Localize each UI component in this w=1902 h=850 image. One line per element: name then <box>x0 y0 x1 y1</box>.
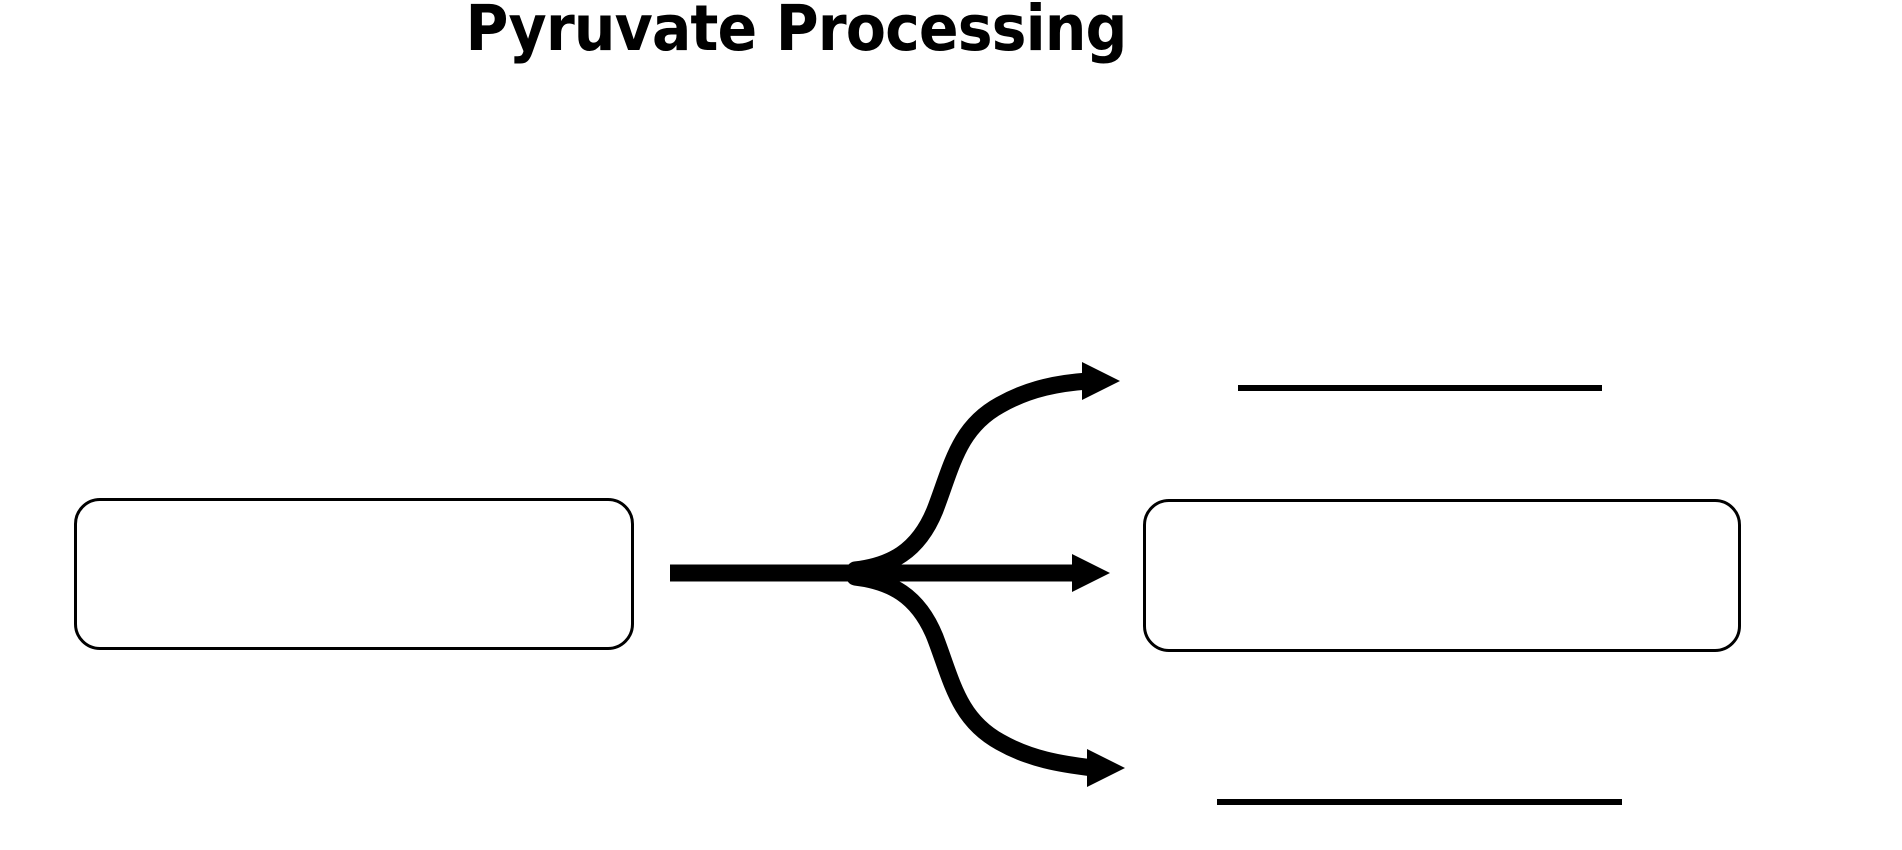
arrow-branch-down <box>846 568 1125 787</box>
three-way-branching-arrow-icon <box>670 362 1125 787</box>
top-product-blank-line[interactable] <box>1238 385 1602 391</box>
page-title: Pyruvate Processing <box>465 0 1127 65</box>
middle-product-box[interactable] <box>1143 499 1741 652</box>
bottom-product-blank-line[interactable] <box>1217 799 1622 805</box>
input-box[interactable] <box>74 498 634 650</box>
arrow-branch-up <box>846 362 1120 579</box>
